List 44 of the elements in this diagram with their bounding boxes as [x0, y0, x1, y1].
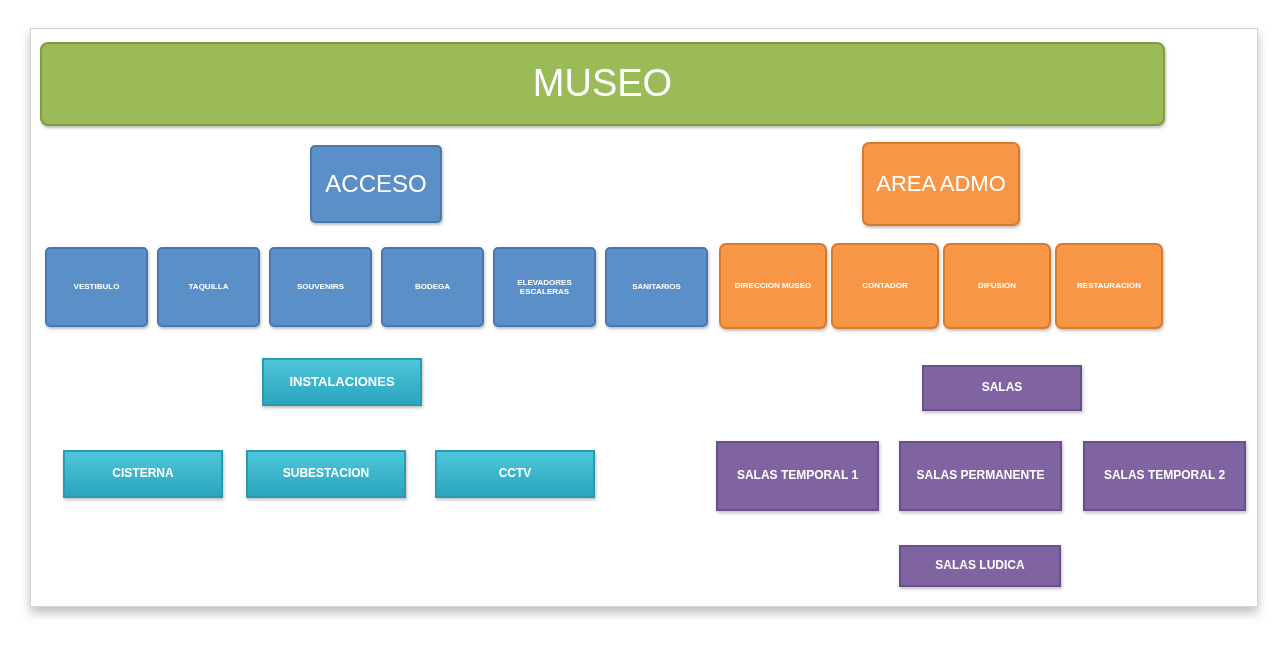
box-label: TAQUILLA	[188, 282, 229, 292]
box-label: CONTADOR	[862, 281, 908, 291]
box-label: RESTAURACION	[1077, 281, 1141, 291]
category-box	[862, 142, 1020, 226]
box-label: SANITARIOS	[632, 282, 681, 292]
box-label: DIFUSION	[977, 281, 1017, 291]
area-box	[269, 247, 372, 327]
area-box	[719, 243, 827, 329]
category-box	[922, 365, 1082, 411]
box-label: SALAS	[981, 381, 1023, 395]
area-box	[493, 247, 596, 327]
area-box	[943, 243, 1051, 329]
area-box	[45, 247, 148, 327]
box-label: CISTERNA	[112, 467, 174, 481]
area-box	[1083, 441, 1246, 511]
area-box	[716, 441, 879, 511]
area-box	[899, 545, 1061, 587]
box-label: SALAS LUDICA	[935, 559, 1025, 573]
area-box	[381, 247, 484, 327]
box-label: SUBESTACION	[282, 467, 370, 481]
title-banner	[40, 42, 1165, 126]
box-label: MUSEO	[532, 62, 673, 106]
box-label: ELEVADORES ESCALERAS	[516, 277, 573, 297]
box-label: SALAS PERMANENTE	[916, 469, 1045, 483]
area-box	[246, 450, 406, 498]
box-label: INSTALACIONES	[289, 374, 395, 390]
box-label: CCTV	[498, 467, 532, 481]
box-label: SALAS TEMPORAL 2	[1103, 469, 1226, 483]
box-label: BODEGA	[414, 282, 451, 292]
area-box	[157, 247, 260, 327]
box-label: AREA ADMO	[876, 171, 1006, 197]
area-box	[899, 441, 1062, 511]
area-box	[435, 450, 595, 498]
area-box	[63, 450, 223, 498]
area-box	[831, 243, 939, 329]
category-box	[310, 145, 442, 223]
area-box	[1055, 243, 1163, 329]
box-label: SOUVENIRS	[296, 282, 345, 292]
box-label: ACCESO	[325, 170, 427, 198]
box-label: SALAS TEMPORAL 1	[736, 469, 859, 483]
area-box	[605, 247, 708, 327]
box-label: DIRECCION MUSEO	[734, 281, 812, 291]
box-label: VESTIBULO	[73, 282, 120, 292]
category-box	[262, 358, 422, 406]
